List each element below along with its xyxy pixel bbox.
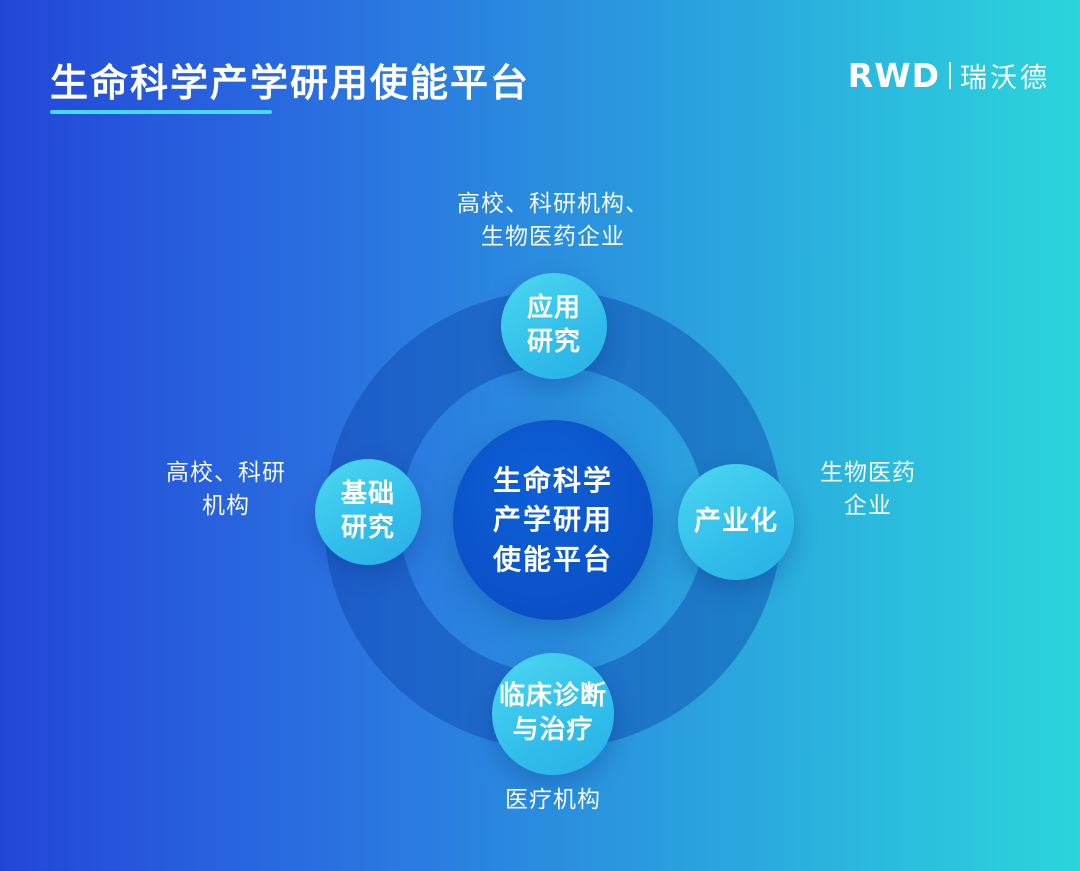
node-label-line: 研究 xyxy=(526,327,581,357)
annotation-basic-research: 高校、科研 机构 xyxy=(166,457,286,524)
annotation-line: 生物医药企业 xyxy=(481,224,625,251)
annotation-line: 高校、科研机构、 xyxy=(457,191,649,217)
node-label-line: 临床诊断 xyxy=(498,681,607,712)
title-underline xyxy=(50,110,272,114)
center-label-line: 使能平台 xyxy=(492,542,613,576)
annotation-line: 高校、科研 xyxy=(166,460,286,486)
annotation-clinical-diagnosis-treatment: 医疗机构 xyxy=(505,784,601,817)
logo-divider xyxy=(949,62,951,89)
node-label-line: 与治疗 xyxy=(512,715,594,745)
logo-cjk-text: 瑞沃德 xyxy=(960,63,1050,94)
node-label-line: 产业化 xyxy=(694,506,778,538)
annotation-line: 生物医药 xyxy=(820,460,916,486)
annotation-line: 医疗机构 xyxy=(505,787,601,813)
annotation-applied-research: 高校、科研机构、 生物医药企业 xyxy=(457,188,649,255)
node-label-line: 应用 xyxy=(526,293,581,324)
node-clinical-diagnosis-treatment: 临床诊断 与治疗 xyxy=(492,653,614,775)
annotation-line: 企业 xyxy=(844,493,892,520)
node-industrialization: 产业化 xyxy=(678,464,794,580)
node-label-line: 基础 xyxy=(340,479,395,510)
logo-latin-text: RWD xyxy=(847,56,940,95)
node-basic-research: 基础 研究 xyxy=(315,459,421,565)
center-platform-circle: 生命科学 产学研用 使能平台 xyxy=(453,420,653,620)
node-applied-research: 应用 研究 xyxy=(501,273,607,379)
annotation-industrialization: 生物医药 企业 xyxy=(820,457,916,524)
center-label-line: 生命科学 xyxy=(492,464,613,498)
rwd-logo: RWD 瑞沃德 xyxy=(848,56,1050,95)
center-label-line: 产学研用 xyxy=(492,503,613,537)
page-title: 生命科学产学研用使能平台 xyxy=(50,61,531,105)
annotation-line: 机构 xyxy=(202,493,250,520)
node-label-line: 研究 xyxy=(340,513,395,543)
